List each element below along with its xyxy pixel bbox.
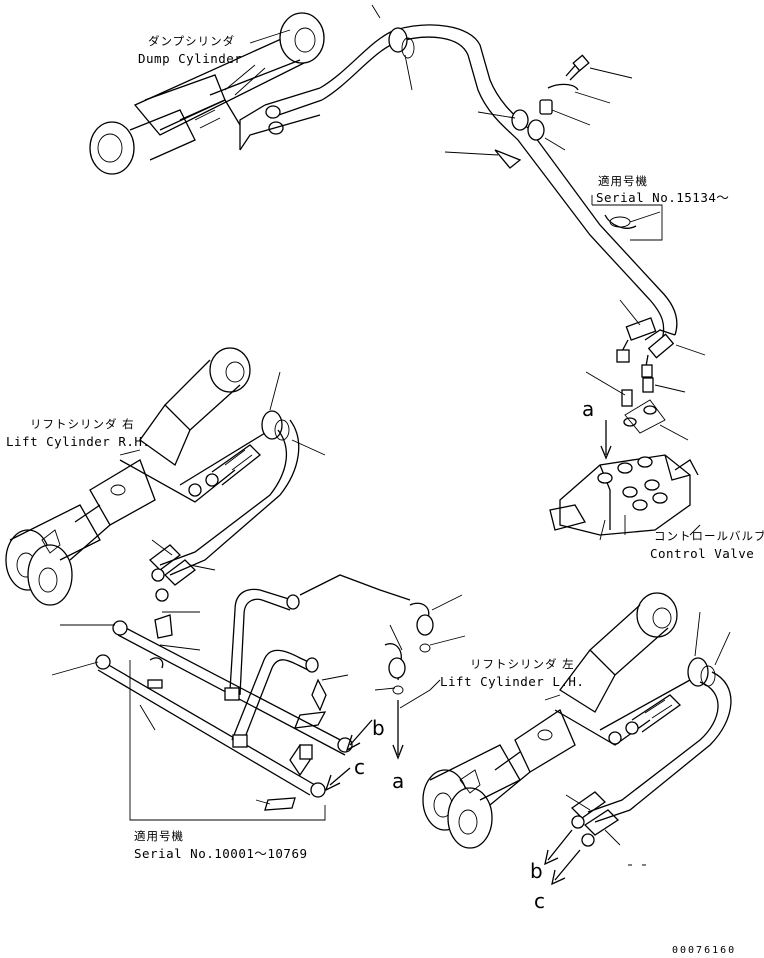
serial-box-top bbox=[591, 195, 663, 241]
letter-b-bottom: b bbox=[530, 859, 543, 883]
valve-fittings bbox=[585, 299, 706, 441]
serial-bottom-jp: 適用号機 bbox=[134, 829, 184, 843]
connection-arrow-a-top bbox=[600, 420, 612, 460]
lift-rh-hoses bbox=[149, 419, 300, 602]
serial-top-jp: 適用号機 bbox=[598, 174, 648, 188]
serial-bottom-en: Serial No.10001～10769 bbox=[134, 846, 308, 861]
letter-b-mid: b bbox=[372, 716, 385, 740]
connection-arrows-mid bbox=[324, 700, 404, 792]
control-valve-jp: コントロールバルブ bbox=[654, 529, 764, 543]
letter-c-bottom: c bbox=[534, 889, 545, 913]
letter-a-top: a bbox=[582, 397, 594, 421]
lift-cylinder-rh bbox=[5, 347, 326, 606]
drawing-code: 00076160 bbox=[672, 945, 736, 956]
lift-lh-hoses bbox=[544, 671, 732, 886]
letter-a-bottom: a bbox=[392, 769, 404, 793]
control-valve-en: Control Valve bbox=[650, 546, 754, 561]
dump-cylinder bbox=[89, 12, 325, 175]
tube-assembly bbox=[51, 574, 466, 821]
control-valve bbox=[549, 454, 699, 541]
lift-rh-jp: リフトシリンダ 右 bbox=[30, 417, 135, 431]
fitting-bolts-top bbox=[539, 54, 661, 229]
letter-c-mid: c bbox=[354, 755, 365, 779]
dump-cylinder-en: Dump Cylinder bbox=[138, 51, 242, 66]
lift-rh-en: Lift Cylinder R.H. bbox=[6, 434, 150, 449]
dump-cylinder-jp: ダンプシリンダ bbox=[148, 34, 235, 48]
lift-lh-en: Lift Cylinder L.H. bbox=[440, 674, 584, 689]
dump-hose-upper bbox=[319, 4, 678, 341]
lift-cylinder-lh bbox=[422, 592, 731, 849]
serial-top-en: Serial No.15134～ bbox=[596, 190, 729, 205]
lift-lh-jp: リフトシリンダ 左 bbox=[470, 657, 575, 671]
